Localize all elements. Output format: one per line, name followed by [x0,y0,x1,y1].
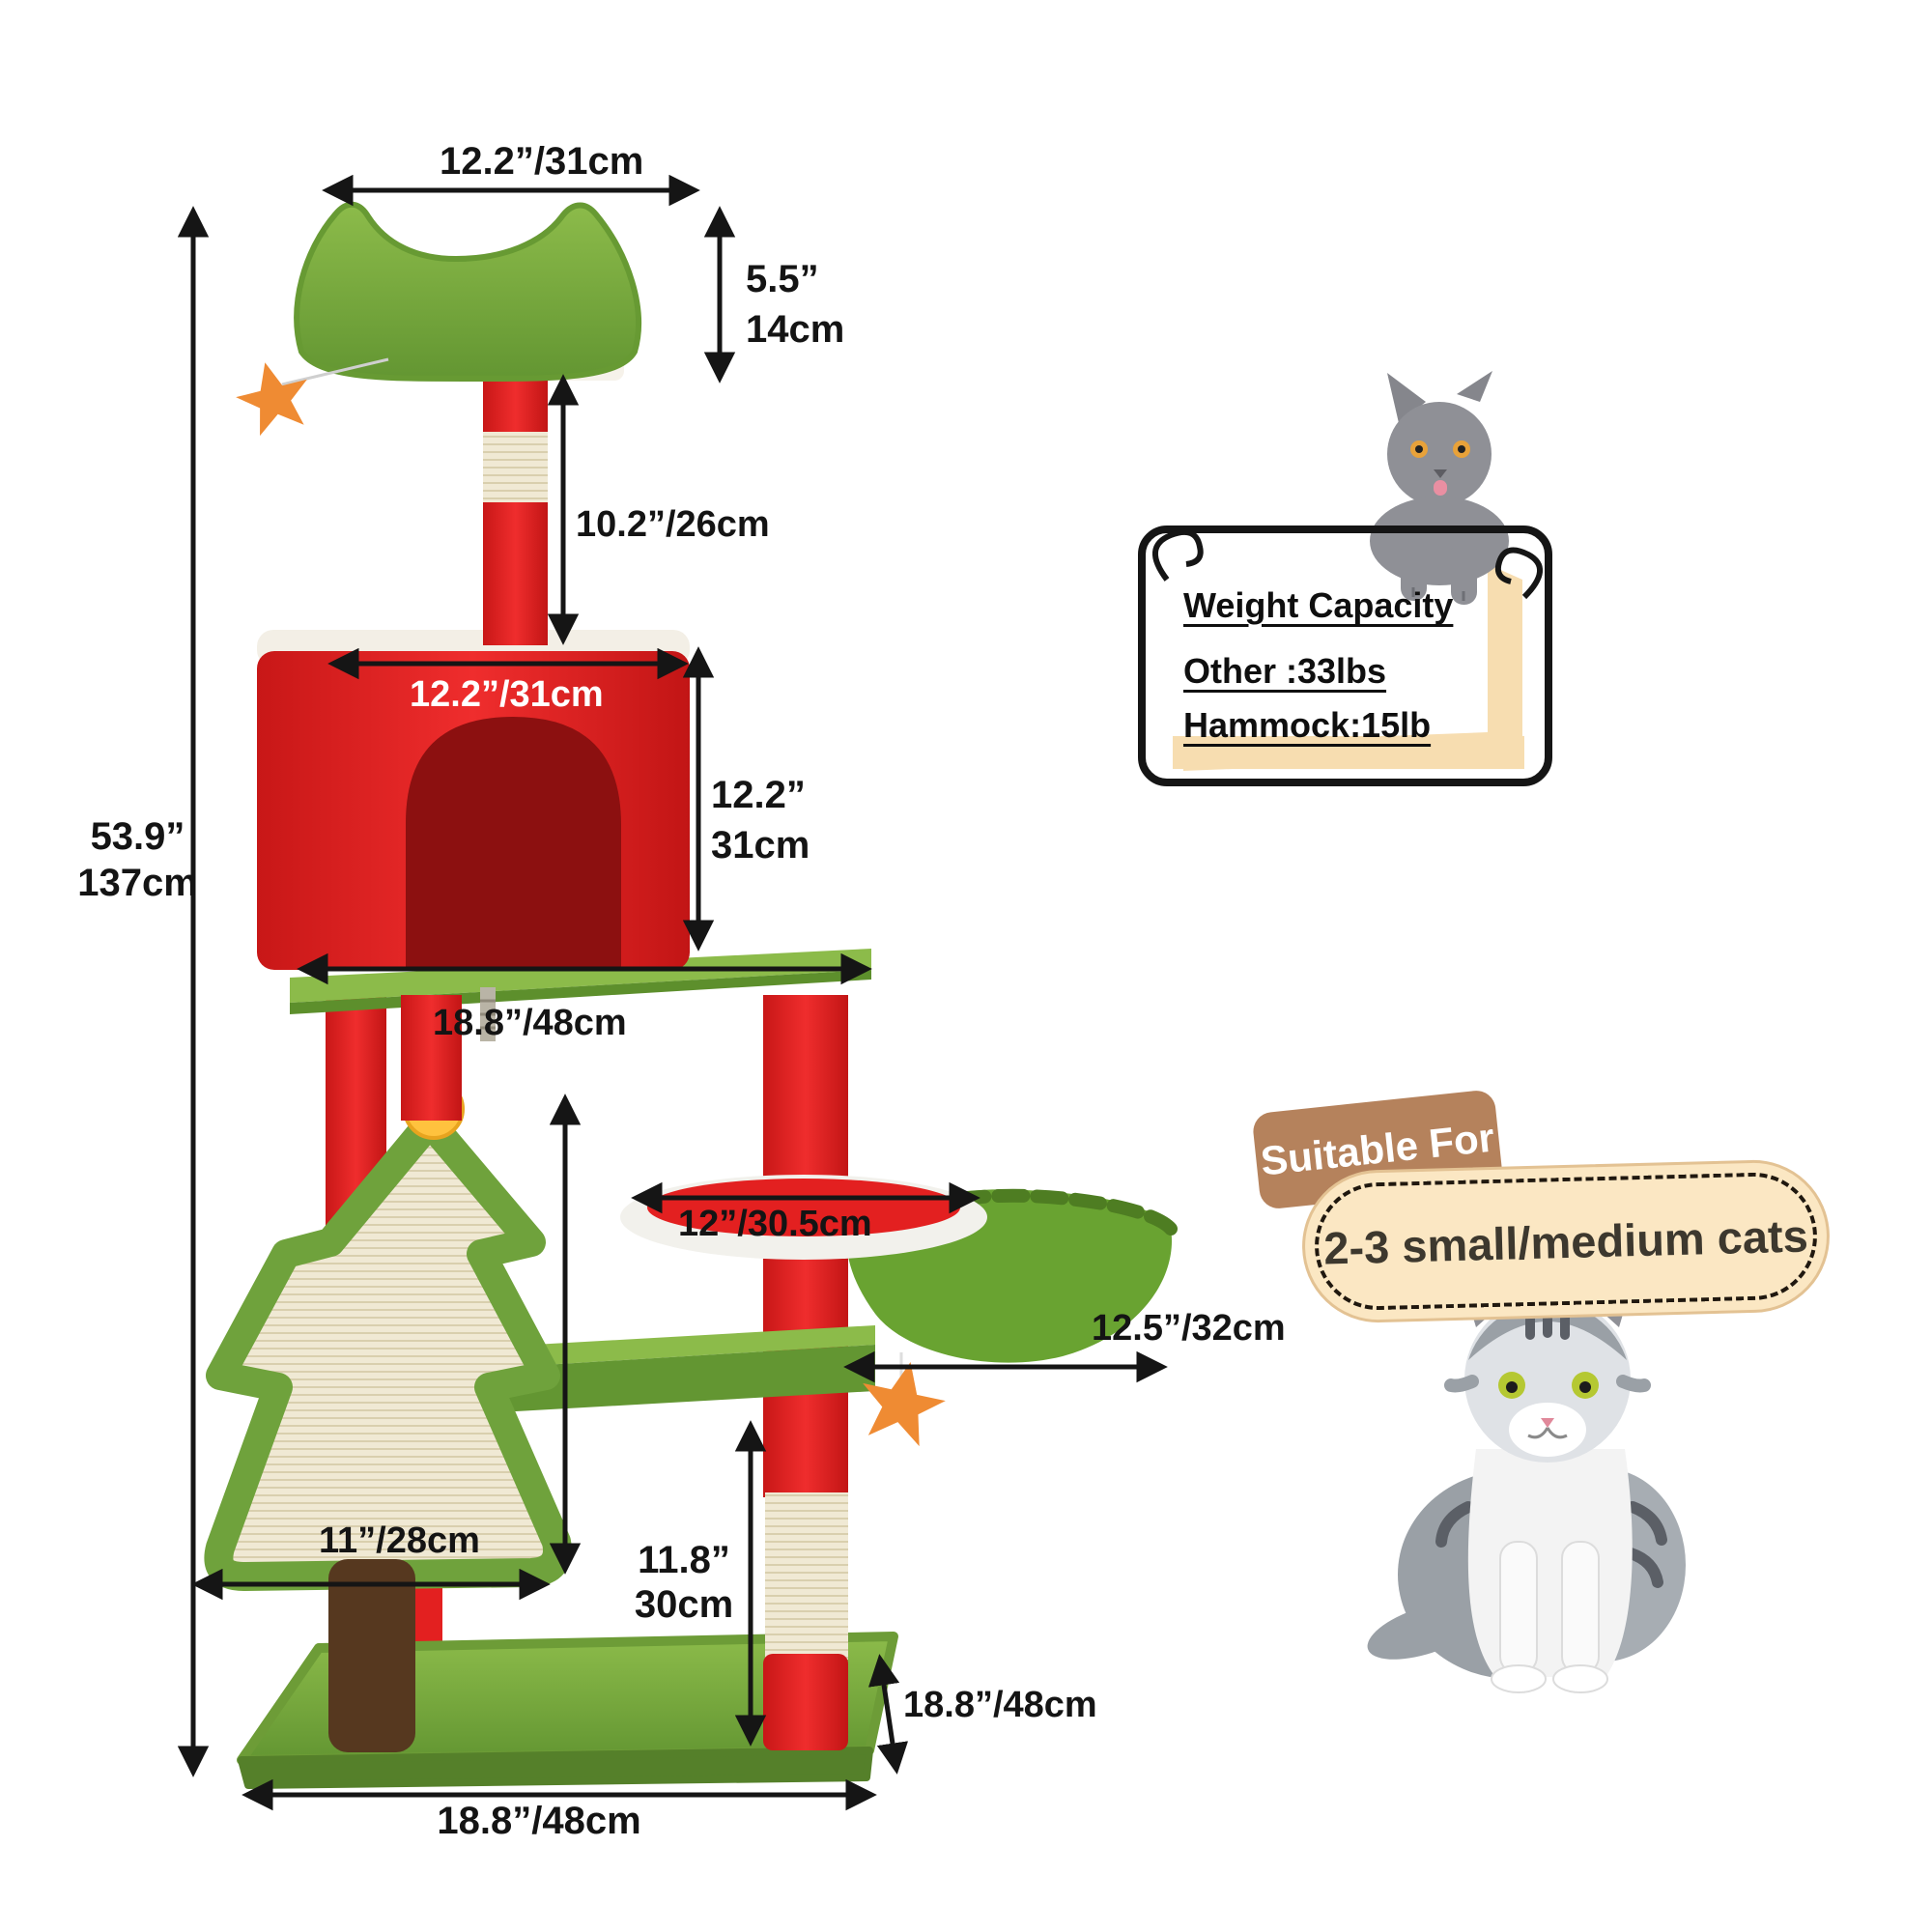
top-perch [294,201,641,383]
label-perch-height-cm: 14cm [746,308,845,351]
condo-doorway [406,717,621,970]
label-pole-height: 10.2”/26cm [576,504,770,545]
label-lower-height-cm: 30cm [634,1583,734,1626]
weight-capacity-title: Weight Capacity [1183,585,1454,625]
label-hammock-width: 12.5”/32cm [1092,1308,1286,1349]
label-perch-height-in: 5.5” [746,258,819,300]
label-condo-width: 12.2”/31cm [410,674,604,715]
label-base-width: 18.8”/48cm [437,1800,641,1842]
suitable-cats-pill: 2-3 small/medium cats [1300,1157,1832,1325]
tree-scratcher [204,1078,572,1591]
weight-capacity-other: Other :33lbs [1183,651,1387,691]
label-total-height-cm: 137cm [77,862,198,904]
label-condo-height-cm: 31cm [711,824,810,867]
label-base-depth: 18.8”/48cm [903,1685,1097,1725]
mid-left-pole [401,995,462,1121]
label-disc-width: 12”/30.5cm [678,1204,872,1244]
tree-trunk [328,1559,415,1752]
weight-capacity-hammock: Hammock:15lb [1183,705,1432,745]
gray-cat-paws [1401,541,1477,605]
label-condo-height-in: 12.2” [711,774,806,816]
tabby-cat [1367,1256,1686,1693]
star-toy-icon [863,1362,946,1447]
label-total-height-in: 53.9” [90,815,185,858]
star-toy-icon [236,362,307,437]
weight-capacity-box [1142,529,1548,782]
condo-house [257,630,690,970]
top-scratching-post [483,379,548,645]
weight-box-border [1138,526,1552,786]
toy-string [281,357,389,386]
label-top-width: 12.2”/31cm [440,140,644,183]
arrow-base-depth [867,1654,909,1775]
label-tree-width: 11”/28cm [319,1520,480,1561]
dimension-arrows [177,174,1168,1811]
label-lower-height-in: 11.8” [638,1539,730,1581]
label-shelf-width: 18.8”/48cm [433,1003,627,1043]
gray-cat [1370,371,1509,585]
